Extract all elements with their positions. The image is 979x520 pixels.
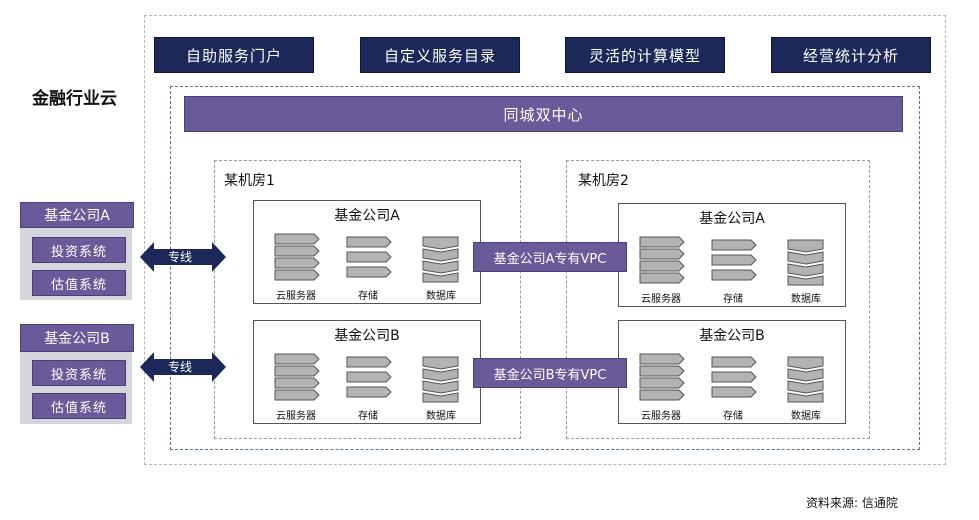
inner-frame	[170, 86, 920, 450]
server-icon	[274, 353, 320, 401]
database-label: 数据库	[791, 411, 821, 422]
fund-title: 基金公司A	[699, 211, 765, 227]
compute-model-button[interactable]: 灵活的计算模型	[565, 37, 725, 73]
server-label: 云服务器	[276, 291, 316, 302]
storage-icon	[346, 356, 392, 400]
storage-icon	[711, 356, 757, 400]
database-label: 数据库	[426, 411, 456, 422]
server-icon	[639, 236, 685, 284]
dual-center-bar[interactable]: 同城双中心	[184, 96, 903, 132]
database-icon	[422, 356, 460, 404]
server-icon	[274, 233, 320, 281]
left-group-a-head: 基金公司A	[20, 202, 134, 228]
vpc-a-bar[interactable]: 基金公司A专有VPC	[473, 242, 627, 272]
room2-fund-b-box: 基金公司B 云服务器 存储 数据库	[618, 320, 846, 424]
fund-title: 基金公司B	[699, 328, 765, 344]
room-1-frame	[214, 160, 521, 439]
database-icon	[422, 236, 460, 284]
room1-fund-b-box: 基金公司B 云服务器 存储 数据库	[253, 320, 481, 424]
fund-title: 基金公司B	[334, 328, 400, 344]
dedicated-line-arrow-a	[140, 242, 226, 272]
storage-label: 存储	[358, 291, 378, 302]
room2-fund-a-box: 基金公司A 云服务器 存储 数据库	[618, 203, 846, 307]
dedicated-line-arrow-b	[140, 352, 226, 382]
dedicated-line-label-b: 专线	[168, 360, 193, 374]
server-icon	[639, 353, 685, 401]
server-label: 云服务器	[641, 294, 681, 305]
business-analytics-button[interactable]: 经营统计分析	[771, 37, 931, 73]
cloud-title: 金融行业云	[32, 89, 117, 109]
storage-icon	[711, 239, 757, 283]
investment-system-b[interactable]: 投资系统	[32, 360, 126, 386]
room-2-frame	[566, 160, 870, 439]
left-group-b-head: 基金公司B	[20, 324, 134, 352]
server-label: 云服务器	[641, 411, 681, 422]
custom-service-catalog-button[interactable]: 自定义服务目录	[360, 37, 520, 73]
storage-label: 存储	[358, 411, 378, 422]
outer-frame	[144, 15, 946, 465]
database-label: 数据库	[791, 294, 821, 305]
self-service-portal-button[interactable]: 自助服务门户	[154, 37, 314, 73]
storage-label: 存储	[723, 411, 743, 422]
vpc-b-bar[interactable]: 基金公司B专有VPC	[473, 358, 627, 388]
database-label: 数据库	[426, 291, 456, 302]
database-icon	[787, 356, 825, 404]
valuation-system-b[interactable]: 估值系统	[32, 393, 126, 419]
valuation-system-a[interactable]: 估值系统	[32, 270, 126, 296]
server-label: 云服务器	[276, 411, 316, 422]
source-note: 资料来源: 信通院	[806, 496, 898, 510]
room-2-label: 某机房2	[578, 173, 629, 189]
database-icon	[787, 239, 825, 287]
fund-title: 基金公司A	[334, 208, 400, 224]
dedicated-line-label-a: 专线	[168, 250, 193, 264]
storage-label: 存储	[723, 294, 743, 305]
room-1-label: 某机房1	[224, 173, 275, 189]
storage-icon	[346, 236, 392, 280]
room1-fund-a-box: 基金公司A 云服务器 存储 数据库	[253, 200, 481, 304]
investment-system-a[interactable]: 投资系统	[32, 237, 126, 263]
